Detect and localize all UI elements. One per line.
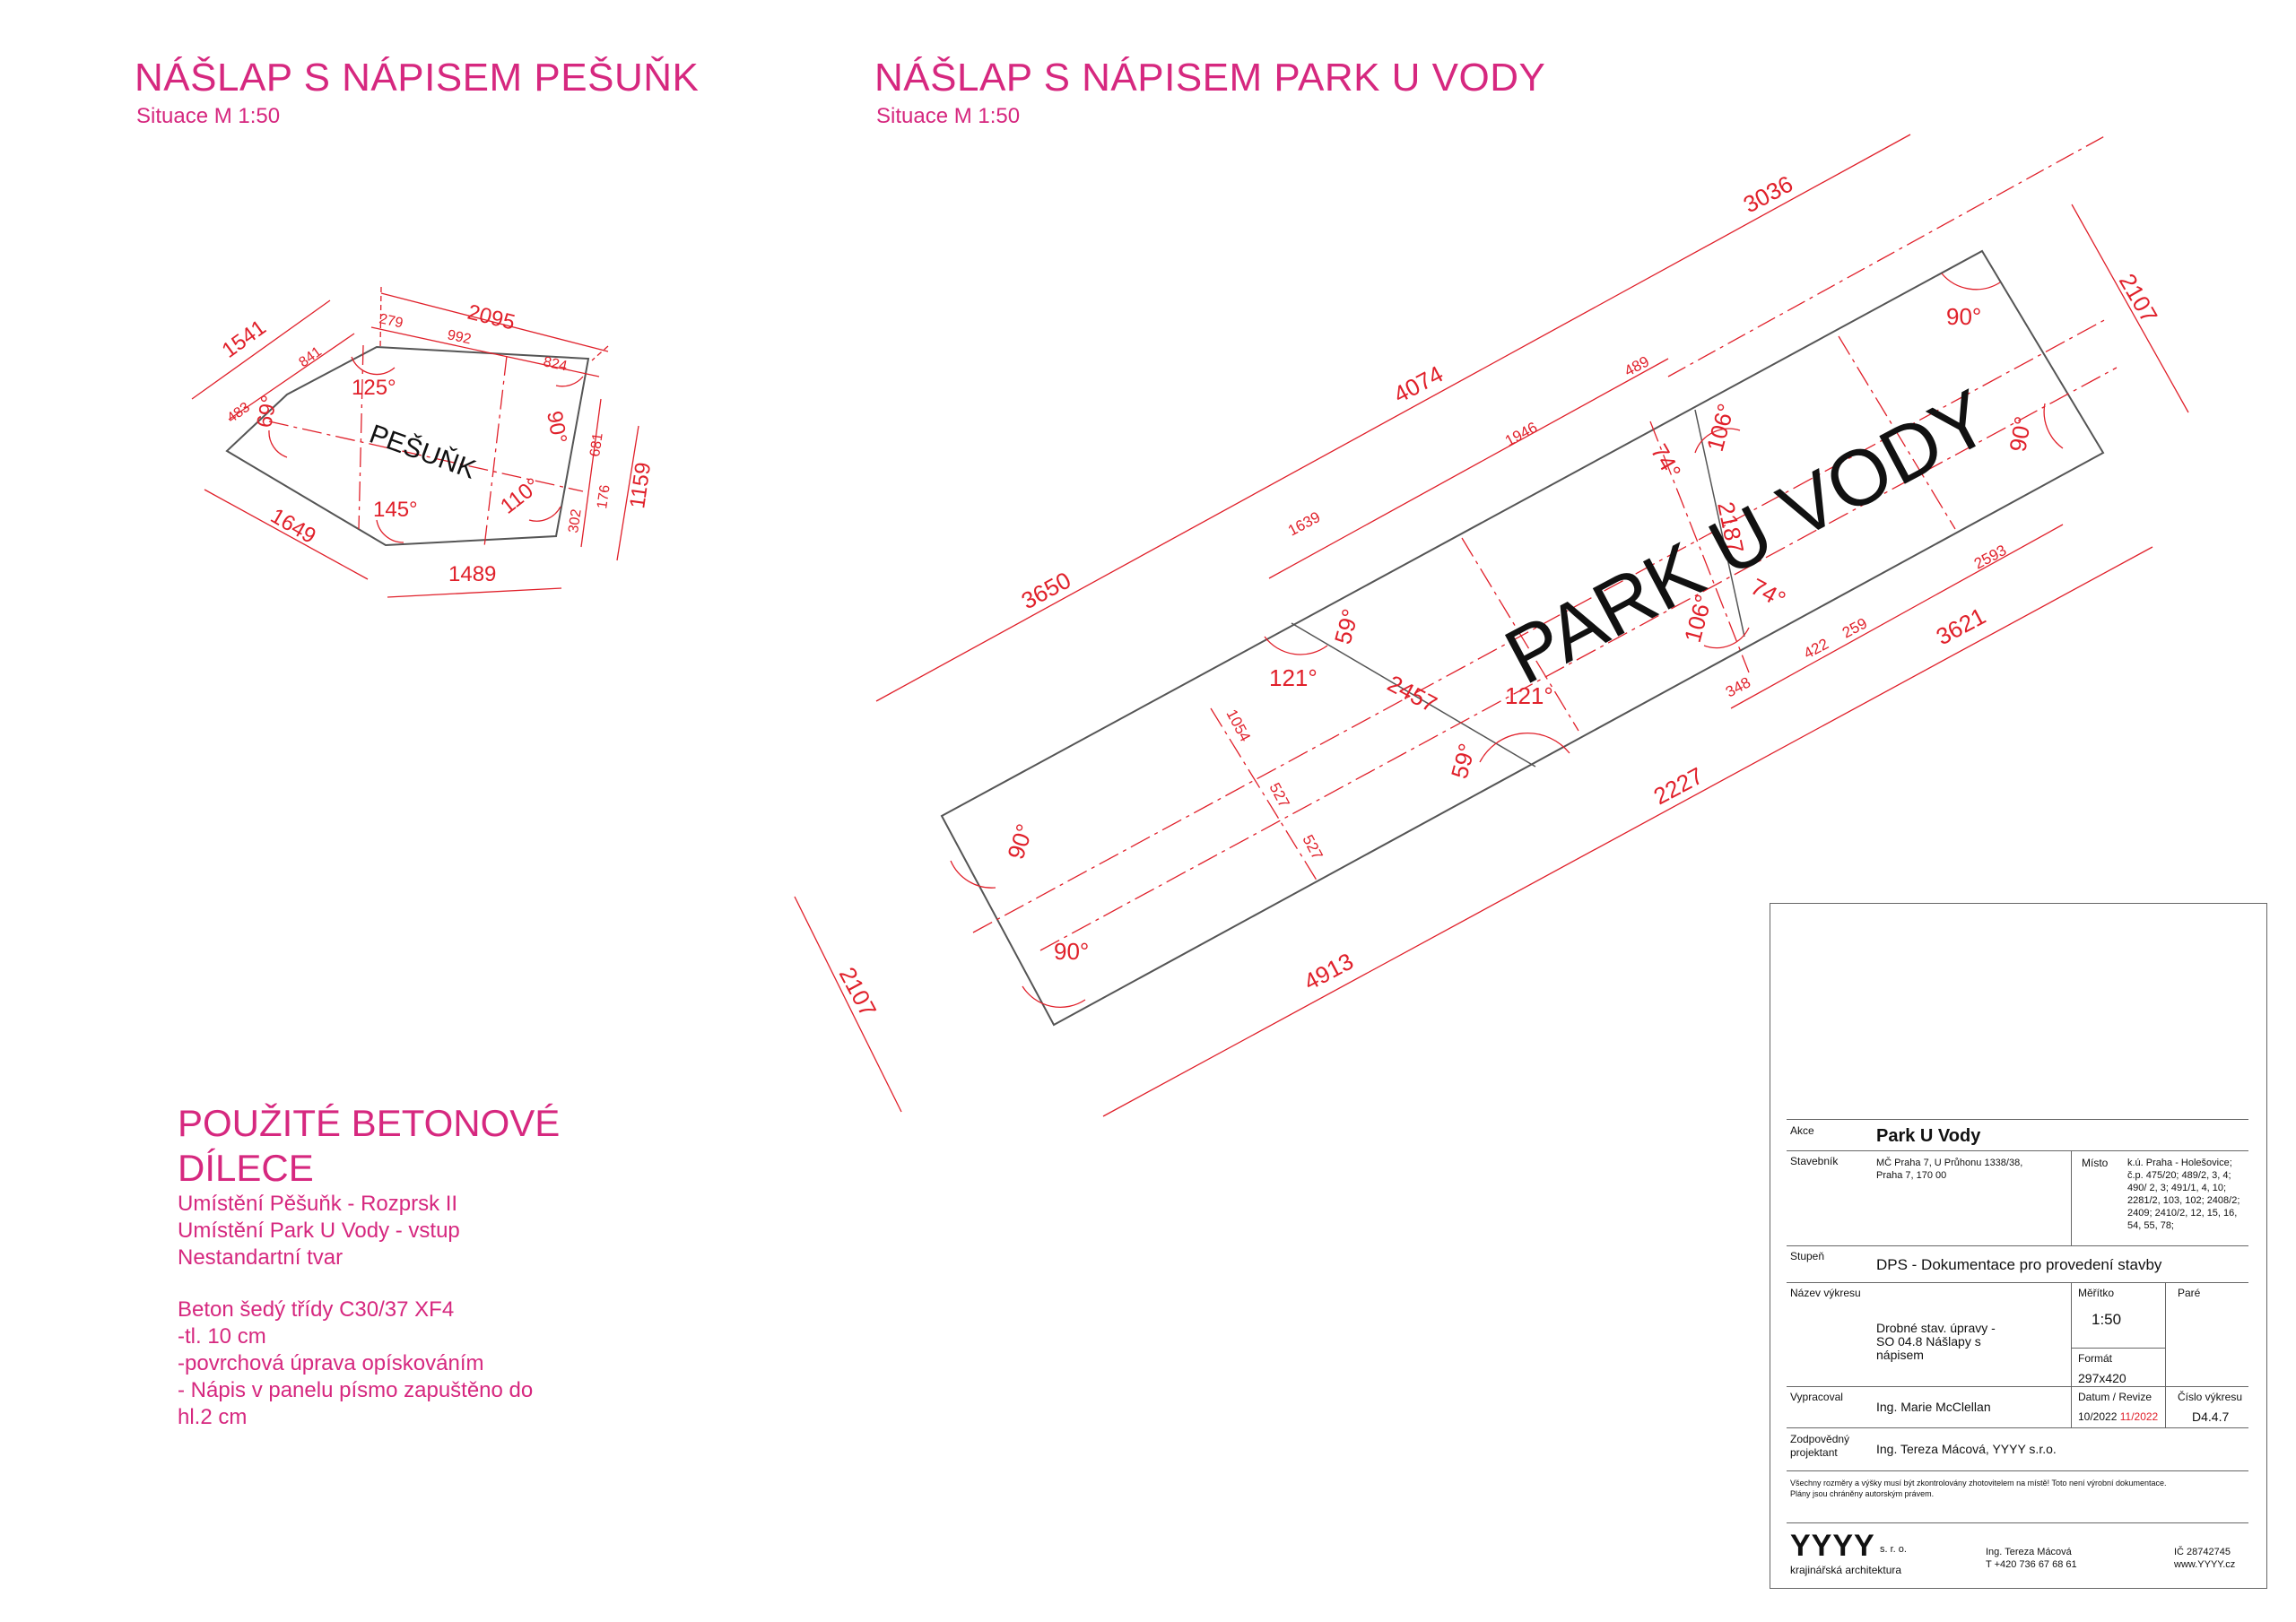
notes-spec-line: Beton šedý třídy C30/37 XF4: [178, 1297, 455, 1322]
company-logo-sro: s. r. o.: [1880, 1544, 1907, 1555]
zodpovedny-label: Zodpovědný projektant: [1790, 1433, 1850, 1459]
pesunk-angle-90: 90°: [542, 409, 571, 445]
park-angle-106-top: 106°: [1701, 401, 1740, 455]
notes-heading-2: DÍLECE: [178, 1147, 314, 1189]
vypracoval-value: Ing. Marie McClellan: [1876, 1400, 1991, 1414]
park-angle-121-l: 121°: [1269, 664, 1318, 691]
format-label: Formát: [2078, 1352, 2113, 1365]
notes-line: Umístění Park U Vody - vstup: [178, 1219, 460, 1243]
park-angle-90-l: 90°: [1002, 820, 1039, 863]
park-angle-59-top: 59°: [1329, 606, 1364, 647]
pesunk-angle-69: 69°: [252, 394, 282, 429]
left-title: NÁŠLAP S NÁPISEM PEŠUŇK: [135, 56, 700, 100]
datum-label: Datum / Revize: [2078, 1391, 2152, 1403]
pesunk-dim-176: 176: [595, 484, 613, 510]
park-inscription: PARK U VODY: [1491, 372, 2004, 701]
park-dim-2107-bottom: 2107: [834, 963, 883, 1021]
format-value: 297x420: [2078, 1371, 2126, 1385]
park-angle-121-r: 121°: [1505, 682, 1553, 709]
park-dim-259: 259: [1839, 614, 1870, 641]
park-dim-2457: 2457: [1383, 670, 1441, 718]
stavebnik-label: Stavebník: [1790, 1155, 1839, 1167]
stavebnik-value: MČ Praha 7, U Průhonu 1338/38, Praha 7, …: [1876, 1158, 2023, 1181]
park-dim-4913: 4913: [1300, 948, 1358, 996]
pare-label: Paré: [2178, 1287, 2201, 1299]
park-dim-3621: 3621: [1932, 603, 1990, 651]
datum-value: 10/2022 11/2022: [2078, 1410, 2159, 1423]
pesunk-dim-1159: 1159: [625, 461, 656, 510]
park-dim-527-a: 527: [1265, 780, 1292, 811]
park-dim-1639: 1639: [1285, 508, 1323, 540]
park-angle-90-bl: 90°: [1054, 938, 1089, 965]
left-subtitle: Situace M 1:50: [136, 104, 281, 128]
stupen-value: DPS - Dokumentace pro provedení stavby: [1876, 1256, 2162, 1273]
company-ids: IČ 28742745 www.YYYY.cz: [2174, 1547, 2236, 1570]
pesunk-dim-1541: 1541: [218, 316, 271, 363]
pesunk-dim-1649: 1649: [266, 504, 320, 549]
pesunk-dim-681: 681: [587, 432, 606, 458]
misto-value: k.ú. Praha - Holešovice; č.p. 475/20; 48…: [2127, 1158, 2240, 1231]
park-dim-1054: 1054: [1222, 707, 1254, 744]
park-dim-527-b: 527: [1299, 832, 1326, 863]
park-dim-2593: 2593: [1971, 542, 2009, 573]
park-dim-3036: 3036: [1739, 170, 1797, 219]
park-dim-2107-top: 2107: [2114, 269, 2163, 327]
park-dim-348: 348: [1723, 673, 1753, 700]
pesunk-dim-279: 279: [378, 311, 404, 331]
notes-heading-1: POUŽITÉ BETONOVÉ: [178, 1102, 561, 1144]
pesunk-drawing: 2095 1541 279 992 824 841 483 681 176 30…: [191, 286, 656, 598]
company-logo: YYYY: [1790, 1529, 1875, 1563]
pesunk-dim-1489: 1489: [448, 562, 496, 586]
pesunk-dim-483: 483: [224, 400, 253, 427]
meritko-label: Měřítko: [2078, 1287, 2115, 1299]
cislo-label: Číslo výkresu: [2178, 1391, 2243, 1403]
company-subtitle: krajinářská architektura: [1790, 1564, 1902, 1576]
notes-line: Nestandartní tvar: [178, 1245, 344, 1270]
contact-info: Ing. Tereza Mácová T +420 736 67 68 61: [1986, 1547, 2077, 1570]
park-angle-90-tr: 90°: [1946, 303, 1981, 330]
pesunk-dim-302: 302: [566, 508, 585, 534]
stupen-label: Stupeň: [1790, 1250, 1825, 1262]
pesunk-inscription: PEŠUŇK: [366, 419, 481, 485]
cislo-value: D4.4.7: [2192, 1409, 2230, 1424]
zodpovedny-value: Ing. Tereza Mácová, YYYY s.r.o.: [1876, 1442, 2057, 1456]
vypracoval-label: Vypracoval: [1790, 1391, 1843, 1403]
pesunk-angle-145: 145°: [373, 498, 418, 522]
disclaimer: Všechny rozměry a výšky musí být zkontro…: [1790, 1479, 2167, 1498]
akce-value: Park U Vody: [1876, 1126, 1981, 1146]
notes-spec-line: - Nápis v panelu písmo zapuštěno do: [178, 1378, 534, 1402]
akce-label: Akce: [1790, 1124, 1814, 1137]
pesunk-dim-841: 841: [296, 344, 325, 371]
pesunk-outline: [225, 345, 590, 547]
notes-spec-line: -tl. 10 cm: [178, 1324, 266, 1349]
park-angle-59-bot: 59°: [1446, 741, 1481, 782]
right-subtitle: Situace M 1:50: [876, 104, 1021, 128]
park-dim-489: 489: [1622, 352, 1652, 379]
park-dim-2227: 2227: [1649, 762, 1708, 811]
park-dim-1946: 1946: [1502, 419, 1540, 450]
park-angle-74-top: 74°: [1646, 439, 1687, 483]
notes-spec-line: -povrchová úprava opískováním: [178, 1351, 484, 1375]
notes-spec-line: hl.2 cm: [178, 1405, 248, 1429]
park-dim-3650: 3650: [1017, 567, 1075, 615]
nazev-label: Název výkresu: [1790, 1287, 1861, 1299]
pesunk-dim-992: 992: [446, 327, 473, 347]
pesunk-dim-824: 824: [542, 354, 569, 374]
revize-value: 11/2022: [2119, 1410, 2159, 1423]
meritko-value: 1:50: [2092, 1311, 2122, 1328]
park-dim-422: 422: [1801, 635, 1831, 662]
pesunk-dim-2095: 2095: [465, 300, 517, 335]
park-outline: [940, 249, 2105, 1027]
nazev-value: Drobné stav. úpravy - SO 04.8 Nášlapy s …: [1876, 1321, 1996, 1362]
misto-label: Místo: [2082, 1157, 2109, 1169]
material-notes: POUŽITÉ BETONOVÉ DÍLECE Umístění Pěšuňk …: [178, 1101, 644, 1431]
right-title: NÁŠLAP S NÁPISEM PARK U VODY: [874, 56, 1546, 100]
pesunk-angle-125: 125°: [352, 376, 396, 400]
pesunk-angle-110: 110°: [496, 473, 544, 519]
title-block: Akce Park U Vody Stavebník MČ Praha 7, U…: [1770, 903, 2267, 1589]
park-dim-4074: 4074: [1389, 360, 1448, 409]
notes-line: Umístění Pěšuňk - Rozprsk II: [178, 1192, 458, 1216]
park-angle-90-r: 90°: [2004, 414, 2036, 454]
